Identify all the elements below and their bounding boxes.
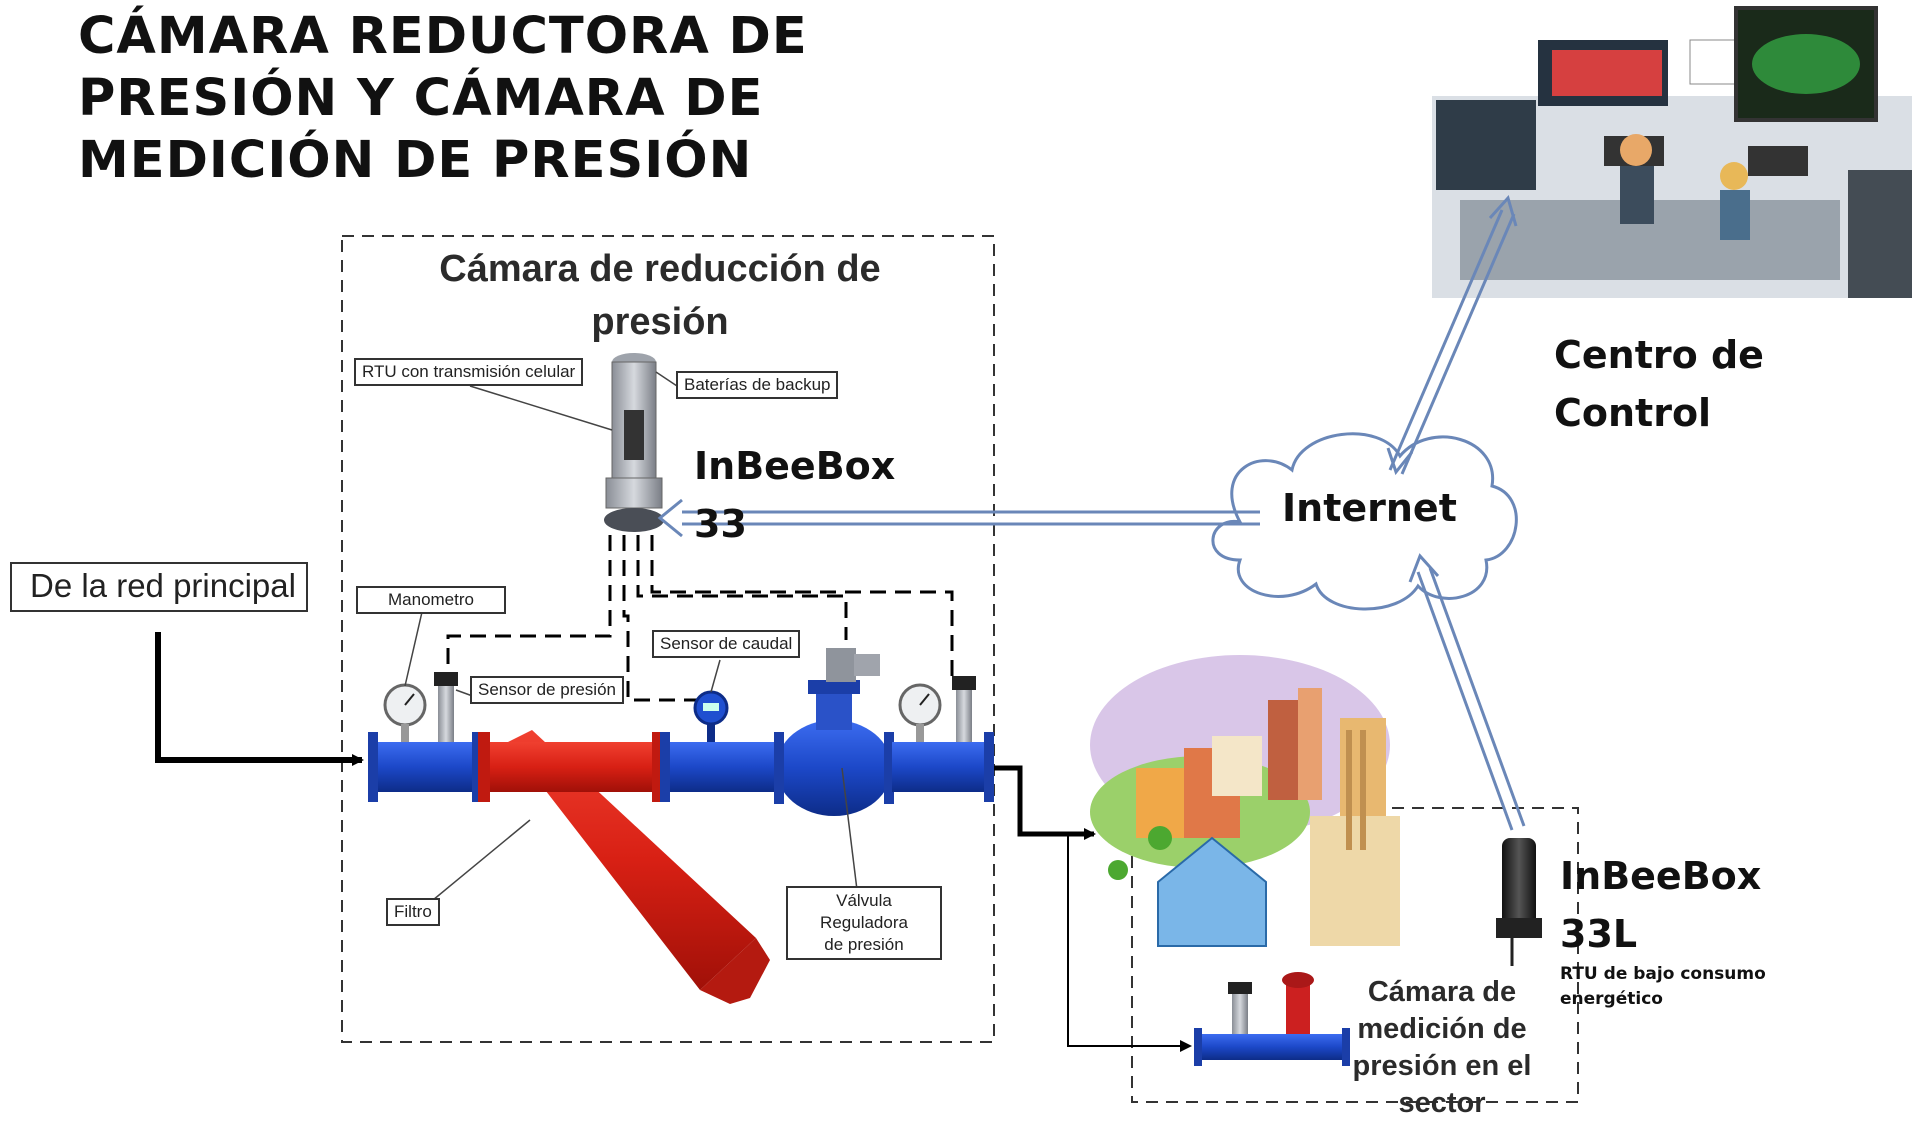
title-line-3: MEDICIÓN DE PRESIÓN <box>78 131 753 190</box>
internet-cloud <box>1211 432 1518 611</box>
title-line-2: PRESIÓN Y CÁMARA DE <box>78 69 764 128</box>
comm-arrows <box>657 194 1526 831</box>
feed-arrow <box>155 632 364 766</box>
label-sensor-caudal: Sensor de caudal <box>652 630 801 658</box>
inbeebox-33-name: InBeeBox <box>694 444 896 488</box>
callout-leaders <box>404 371 859 901</box>
signal-cables <box>446 535 954 702</box>
inbeebox-33l-label: InBeeBox 33L <box>1560 847 1761 963</box>
label-valvula-line-2: de presión <box>824 935 904 954</box>
label-sensor-presion: Sensor de presión <box>470 676 624 704</box>
label-baterias: Baterías de backup <box>676 371 839 399</box>
reduction-chamber-border <box>341 235 995 1043</box>
reduction-chamber-title: Cámara de reducción de presión <box>439 248 881 343</box>
outlet-arrow-sector <box>1067 834 1192 1052</box>
label-valvula-line-1: Válvula Reguladora <box>820 891 908 932</box>
label-rtu-celular: RTU con transmisión celular <box>354 358 584 386</box>
inbeebox-33l-name: InBeeBox <box>1560 854 1762 898</box>
title-line-1: CÁMARA REDUCTORA DE <box>78 7 808 66</box>
internet-label: Internet <box>1282 486 1457 530</box>
inbeebox-33-label: InBeeBox 33 <box>694 437 895 553</box>
control-center-line-2: Control <box>1554 391 1712 435</box>
control-center-label: Centro de Control <box>1554 326 1764 442</box>
control-center-illustration <box>1432 6 1912 298</box>
city-illustration <box>1090 655 1400 947</box>
rtu-inbeebox-33l <box>1496 838 1542 966</box>
control-center-line-1: Centro de <box>1554 333 1764 377</box>
label-manometro: Manometro <box>356 586 506 614</box>
inbeebox-33l-description: RTU de bajo consumo energético <box>1560 964 1766 1009</box>
label-valvula: Válvula Reguladora de presión <box>786 886 942 960</box>
page-title: CÁMARA REDUCTORA DE PRESIÓN Y CÁMARA DE … <box>78 6 878 192</box>
rtu-inbeebox-33 <box>604 353 664 532</box>
sector-pipe <box>1194 972 1350 1066</box>
inbeebox-33l-model: 33L <box>1560 912 1638 956</box>
inbeebox-33-model: 33 <box>694 502 747 546</box>
label-filtro: Filtro <box>386 898 440 926</box>
outlet-arrow-city <box>994 765 1096 840</box>
pipe-assembly <box>368 648 994 1004</box>
label-red-principal: De la red principal <box>10 562 308 612</box>
sector-measurement-chamber-label: Cámara de medición de presión en el sect… <box>1352 976 1532 1119</box>
